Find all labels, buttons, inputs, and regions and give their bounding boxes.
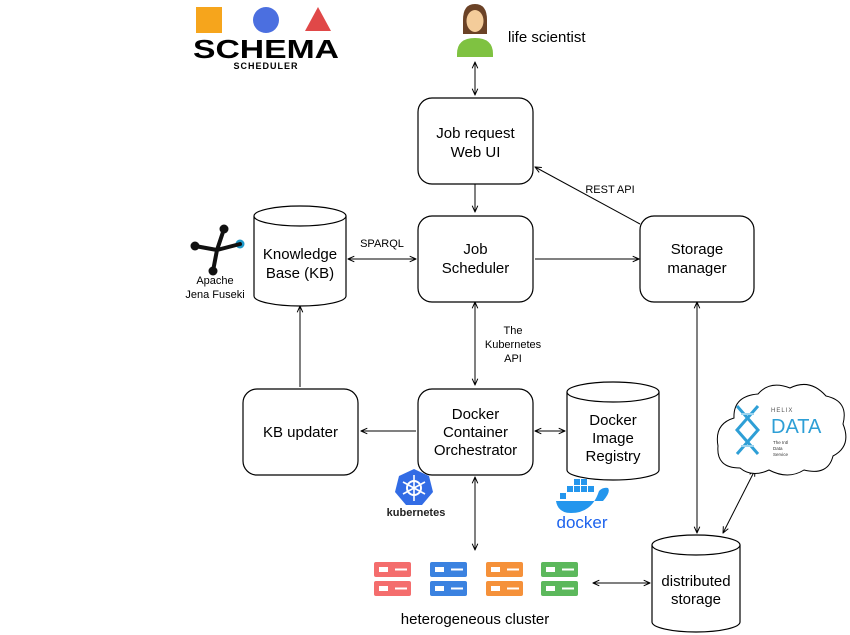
edge-helix-diststorage xyxy=(723,470,755,533)
node-label: Docker xyxy=(589,412,637,429)
node-label: Job request xyxy=(436,125,515,142)
edge-storage-webui xyxy=(535,167,641,225)
helix-tag-line: Service xyxy=(773,452,789,457)
k8s-api-line: API xyxy=(504,353,522,365)
rest-api-label: REST API xyxy=(585,184,634,196)
node-label: Job xyxy=(463,241,487,258)
server-icon xyxy=(541,562,578,596)
k8s-api-line: The xyxy=(504,325,523,337)
distributed-storage: distributed storage xyxy=(651,534,741,633)
node-label: Storage xyxy=(671,241,724,258)
sparql-label: SPARQL xyxy=(360,238,404,250)
logo-square-icon xyxy=(196,7,222,33)
docker-container-orchestrator: Docker Container Orchestrator xyxy=(417,388,534,476)
node-label: Docker xyxy=(452,406,500,423)
knowledge-base: Knowledge Base (KB) xyxy=(253,205,347,307)
node-label: KB updater xyxy=(263,424,338,441)
node-label: Orchestrator xyxy=(434,442,517,459)
node-label: Container xyxy=(443,424,508,441)
helix-icon xyxy=(735,405,760,455)
logo-wordmark: SCHEMA xyxy=(193,34,339,64)
node-label: Registry xyxy=(585,448,641,465)
logo-circle-icon xyxy=(253,7,279,33)
job-scheduler: Job Scheduler xyxy=(417,215,534,303)
node-label: Web UI xyxy=(451,144,501,161)
kubernetes-api-label: The Kubernetes API xyxy=(485,325,542,365)
node-label: distributed xyxy=(661,573,730,590)
docker-image-registry: Docker Image Registry xyxy=(566,381,660,481)
kb-updater: KB updater xyxy=(242,388,359,476)
person-icon xyxy=(457,4,493,57)
helix-small-label: HELIX xyxy=(771,408,793,414)
cloud-shape xyxy=(716,383,847,476)
job-request-web-ui: Job request Web UI xyxy=(417,97,534,185)
k8s-api-line: Kubernetes xyxy=(485,339,542,351)
heterogeneous-cluster: heterogeneous cluster xyxy=(374,562,578,628)
kubernetes-logo: kubernetes xyxy=(387,469,446,519)
life-scientist: life scientist xyxy=(457,4,586,57)
jena-icon xyxy=(190,224,245,276)
node-label: Knowledge xyxy=(263,246,337,263)
kubernetes-label: kubernetes xyxy=(387,507,446,519)
server-icon xyxy=(374,562,411,596)
docker-whale-icon xyxy=(556,479,609,513)
edges xyxy=(300,62,755,583)
helix-tag-line: The Intl xyxy=(773,440,788,445)
jena-label: Jena Fuseki xyxy=(185,289,244,301)
helix-data-cloud: HELIX DATA The Intl Data Service xyxy=(716,383,847,476)
storage-manager: Storage manager xyxy=(639,215,755,303)
server-icon xyxy=(430,562,467,596)
helix-data-label: DATA xyxy=(771,416,822,438)
node-label: Base (KB) xyxy=(266,265,334,282)
server-icon xyxy=(486,562,523,596)
logo-subtitle: SCHEDULER xyxy=(233,61,298,71)
jena-label: Apache xyxy=(196,275,233,287)
node-label: manager xyxy=(667,260,726,277)
helix-tag-line: Data xyxy=(773,446,783,451)
node-label: Image xyxy=(592,430,634,447)
docker-label: docker xyxy=(556,513,607,532)
docker-logo: docker xyxy=(556,479,609,532)
life-scientist-label: life scientist xyxy=(508,29,586,46)
cluster-label: heterogeneous cluster xyxy=(401,611,549,628)
node-label: storage xyxy=(671,591,721,608)
jena-fuseki-logo: Apache Jena Fuseki xyxy=(185,224,245,301)
schema-logo: SCHEMA SCHEDULER xyxy=(193,7,339,71)
logo-triangle-icon xyxy=(305,7,331,31)
node-label: Scheduler xyxy=(442,260,510,277)
